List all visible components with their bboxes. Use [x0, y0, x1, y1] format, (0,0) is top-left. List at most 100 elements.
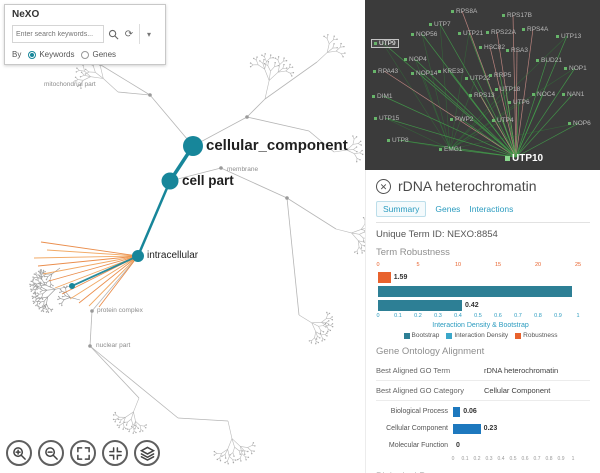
- network-node-nop56[interactable]: NOP56: [411, 31, 437, 38]
- ontology-tree-pane[interactable]: cellular_component cell part intracellul…: [0, 0, 365, 473]
- term-title: rDNA heterochromatin: [398, 178, 537, 194]
- tree-node-label-protein-complex[interactable]: protein complex: [97, 307, 143, 314]
- term-details-panel: ✕ rDNA heterochromatin Summary Genes Int…: [365, 170, 600, 473]
- network-edges-canvas: [381, 10, 580, 158]
- tree-node-label-cell-part[interactable]: cell part: [182, 173, 234, 188]
- tree-node-label-nuclear-part[interactable]: nuclear part: [96, 342, 131, 349]
- network-node-utp21[interactable]: UTP21: [458, 30, 483, 37]
- robustness-axis-label: Interaction Density & Bootstrap: [432, 322, 529, 329]
- tree-node-label-mitochondrial-part[interactable]: mitochondrial part: [44, 81, 96, 88]
- search-by-label: By: [12, 50, 22, 59]
- tab-interactions[interactable]: Interactions: [469, 204, 514, 214]
- fit-to-screen-button[interactable]: [70, 440, 96, 466]
- network-node-rps17b[interactable]: RPS17B: [502, 12, 532, 19]
- term-id-value: NEXO:8854: [447, 229, 498, 240]
- network-node-nop6[interactable]: NOP6: [568, 120, 591, 127]
- network-node-utp9[interactable]: UTP9: [371, 39, 399, 48]
- network-node-noc4[interactable]: NOC4: [532, 91, 555, 98]
- expand-arrows-icon: [76, 446, 90, 460]
- network-node-rpa43[interactable]: RPA43: [373, 68, 398, 75]
- radio-keywords-dot: [28, 50, 37, 59]
- network-node-kre33[interactable]: KRE33: [438, 68, 464, 75]
- collapse-arrows-icon: [108, 446, 122, 460]
- go-bar-biological-process: [453, 406, 461, 417]
- radio-genes[interactable]: Genes: [81, 50, 116, 59]
- ontology-tree-canvas[interactable]: [0, 0, 365, 473]
- network-node-utp8[interactable]: UTP8: [387, 137, 409, 144]
- network-node-rps8a[interactable]: RPS8A: [451, 8, 477, 15]
- network-node-utp18[interactable]: UTP18: [495, 86, 520, 93]
- network-node-nop4[interactable]: NOP4: [404, 56, 427, 63]
- zoom-out-icon: [44, 446, 58, 460]
- tree-node-label-membrane[interactable]: membrane: [227, 166, 259, 173]
- biological-process-heading: Biological Process: [376, 471, 590, 473]
- network-node-rsa3[interactable]: RSA3: [506, 47, 528, 54]
- network-node-nan1[interactable]: NAN1: [562, 91, 584, 98]
- network-node-nop14[interactable]: NOP14: [411, 70, 437, 77]
- app-title: NeXO: [12, 9, 40, 20]
- collapse-panel-button[interactable]: ▾: [139, 24, 158, 44]
- zoom-in-icon: [12, 446, 26, 460]
- network-node-utp22[interactable]: UTP22: [465, 75, 490, 82]
- alignment-row-label: Best Aligned GO Term: [376, 366, 451, 375]
- network-node-hsc82[interactable]: HSC82: [479, 44, 505, 51]
- network-node-utp7[interactable]: UTP7: [429, 21, 451, 28]
- details-tabs: Summary Genes Interactions: [376, 201, 590, 223]
- radio-keywords-label: Keywords: [39, 50, 75, 59]
- layers-button[interactable]: [134, 440, 160, 466]
- go-bar-cellular-component: [453, 423, 481, 434]
- network-node-emg1[interactable]: EMG1: [439, 146, 462, 153]
- search-icon[interactable]: [106, 27, 120, 41]
- network-node-utp6[interactable]: UTP6: [508, 99, 530, 106]
- close-icon[interactable]: ✕: [376, 178, 391, 194]
- network-node-rps22a[interactable]: RPS22A: [486, 29, 516, 36]
- network-node-bud21[interactable]: BUD21: [536, 57, 562, 64]
- network-node-rps13[interactable]: RPS13: [469, 92, 495, 99]
- network-node-utp4[interactable]: UTP4: [492, 117, 514, 124]
- center-selection-button[interactable]: [102, 440, 128, 466]
- zoom-out-button[interactable]: [38, 440, 64, 466]
- bar-robustness: [378, 272, 391, 283]
- radio-keywords[interactable]: Keywords: [28, 50, 74, 59]
- tab-genes[interactable]: Genes: [435, 204, 461, 214]
- alignment-row-category: Best Aligned GO Category Cellular Compon…: [376, 381, 590, 401]
- tab-summary[interactable]: Summary: [376, 201, 427, 217]
- network-node-utp15[interactable]: UTP15: [374, 115, 399, 122]
- alignment-heading: Gene Ontology Alignment: [376, 346, 485, 357]
- unique-term-id: Unique Term ID: NEXO:8854: [376, 229, 590, 240]
- network-node-dim1[interactable]: DIM1: [372, 93, 393, 100]
- zoom-in-button[interactable]: [6, 440, 32, 466]
- alignment-row-term: Best Aligned GO Term rDNA heterochromati…: [376, 361, 590, 381]
- radio-genes-label: Genes: [92, 50, 117, 59]
- bar-interaction-density: [378, 300, 462, 311]
- term-id-label: Unique Term ID:: [376, 229, 445, 240]
- search-panel: NeXO ⟳ ▾ By Keywords Genes: [4, 4, 166, 65]
- network-node-nop1[interactable]: NOP1: [564, 65, 587, 72]
- alignment-row-value: rDNA heterochromatin: [484, 366, 559, 375]
- alignment-row-label: Best Aligned GO Category: [376, 386, 464, 395]
- chevron-down-icon: ▾: [146, 29, 151, 39]
- network-node-rps4a[interactable]: RPS4A: [522, 26, 548, 33]
- robustness-heading: Term Robustness: [376, 247, 450, 258]
- network-node-pwp2[interactable]: PWP2: [450, 116, 473, 123]
- search-input[interactable]: [12, 25, 104, 43]
- map-controls: [6, 440, 160, 466]
- tree-node-label-cellular-component[interactable]: cellular_component: [206, 137, 348, 154]
- network-node-utp13[interactable]: UTP13: [556, 33, 581, 40]
- tree-node-label-intracellular[interactable]: intracellular: [147, 250, 199, 261]
- radio-genes-dot: [81, 50, 90, 59]
- alignment-row-value: Cellular Component: [484, 386, 551, 395]
- network-node-utp10[interactable]: UTP10: [505, 153, 543, 164]
- bar-bootstrap: [378, 286, 572, 297]
- reset-search-icon[interactable]: ⟳: [124, 28, 134, 40]
- network-node-rrp5[interactable]: RRP5: [489, 72, 511, 79]
